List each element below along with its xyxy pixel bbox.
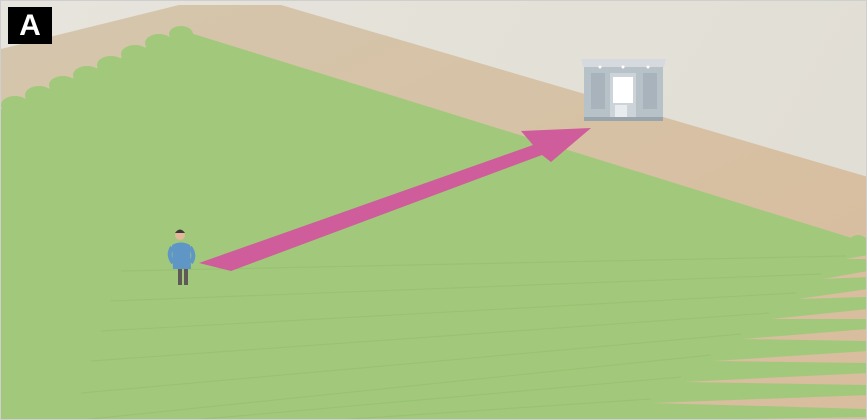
building-icon [581,59,666,121]
panel-label: A [8,7,52,44]
